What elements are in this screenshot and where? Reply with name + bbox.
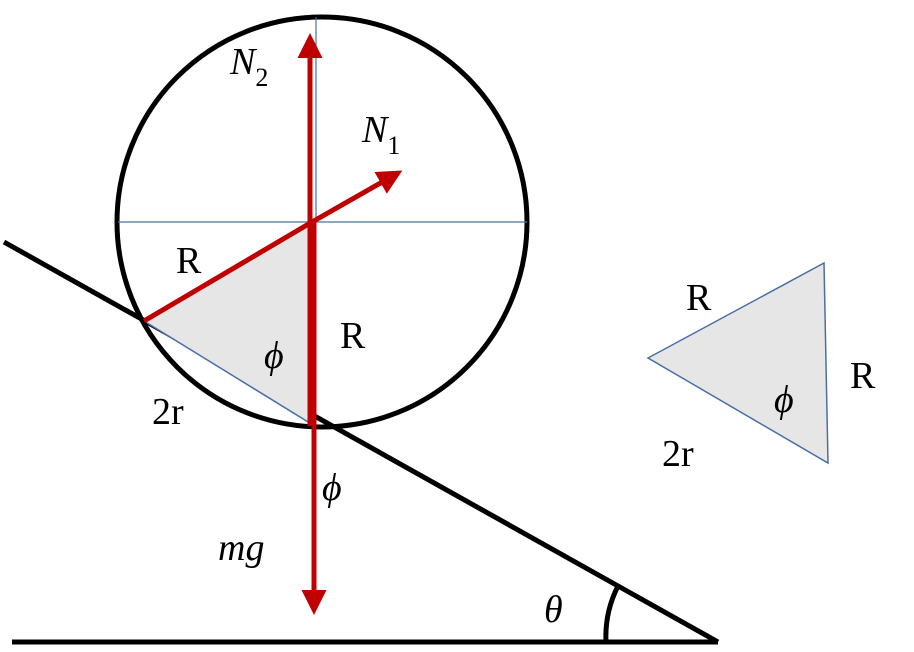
side-triangle-r-top-label: R: [686, 277, 712, 319]
phi-inner-label: ϕ: [264, 335, 284, 377]
n2-label: N2: [229, 41, 268, 92]
radius-line: [142, 219, 314, 324]
n1-force-arrow: [310, 170, 403, 225]
phi-lower-label: ϕ: [322, 467, 342, 509]
theta-label: θ: [544, 589, 563, 631]
two-r-label: 2r: [152, 391, 184, 433]
r-right-label: R: [340, 315, 366, 357]
n1-label: N1: [361, 109, 400, 160]
side-triangle-r-right-label: R: [850, 355, 876, 397]
r-upper-label: R: [176, 240, 202, 282]
theta-angle-arc: [603, 584, 621, 643]
side-triangle-two-r-label: 2r: [662, 433, 694, 475]
side-triangle: [646, 261, 829, 465]
side-triangle-phi-label: ϕ: [774, 379, 794, 421]
mg-label: mg: [218, 527, 264, 569]
incline-line: [2, 239, 720, 645]
